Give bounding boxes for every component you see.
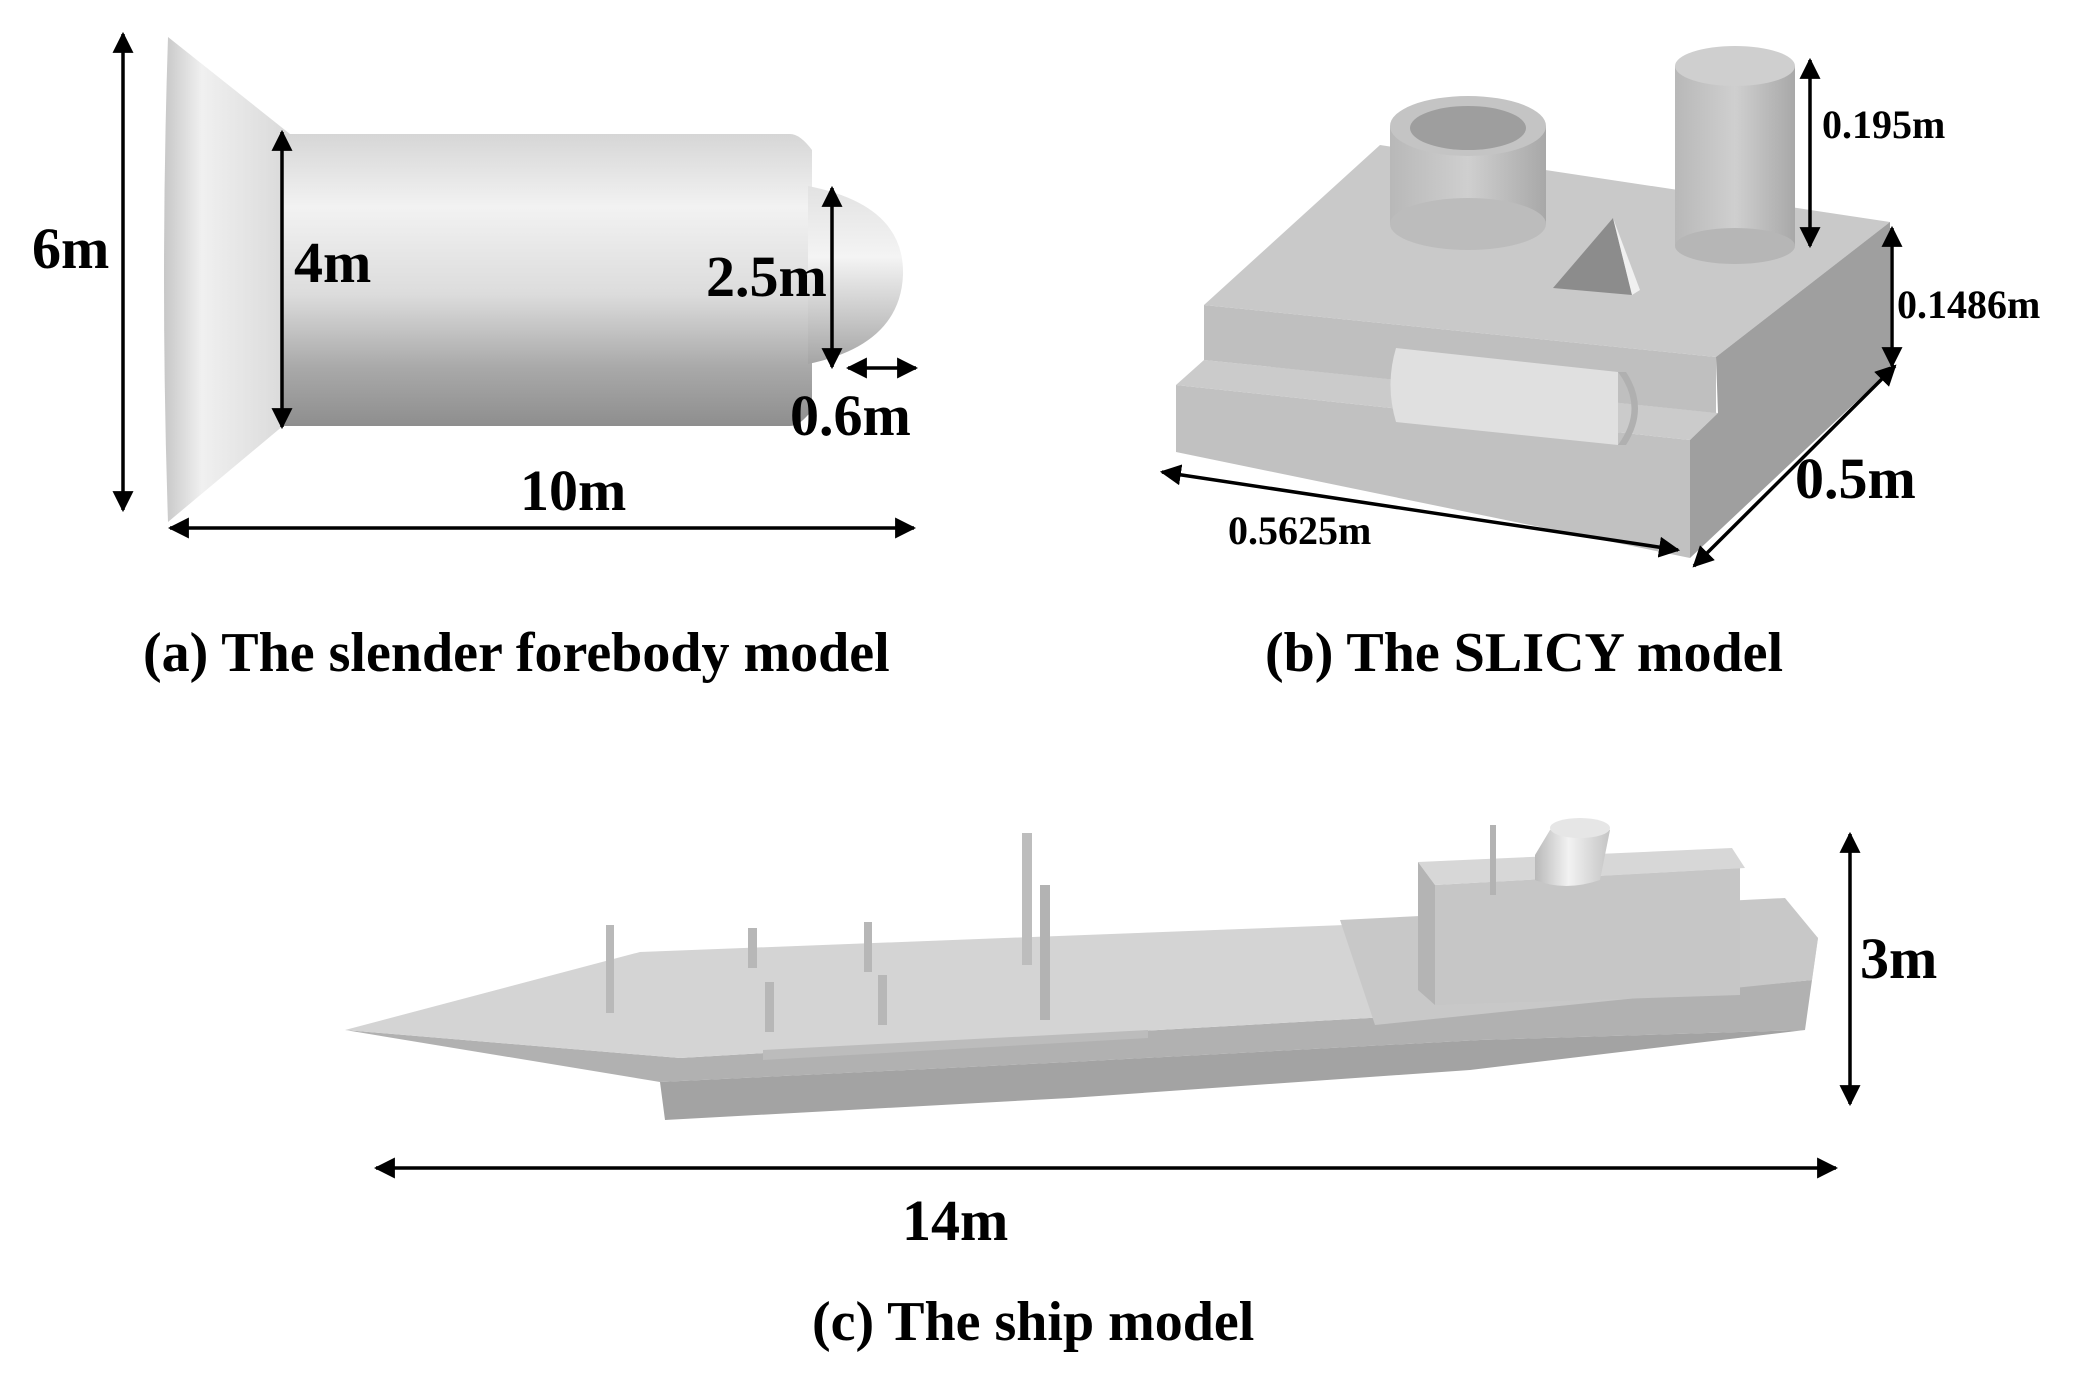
ship-side-rail — [763, 1030, 1148, 1060]
ship-hull-bottom — [660, 1030, 1805, 1120]
caption-a: (a) The slender forebody model — [143, 622, 890, 684]
ship-mast-4 — [1022, 833, 1032, 965]
label-nose-length: 0.6m — [790, 383, 911, 448]
slicy-half-cylinder-end — [1618, 372, 1638, 445]
panel-b: 0.195m 0.1486m 0.5m 0.5625m (b) The SLIC… — [1159, 46, 2040, 684]
label-box-height: 0.1486m — [1897, 282, 2040, 327]
caption-b: (b) The SLICY model — [1265, 622, 1783, 684]
ship-mast-5 — [1040, 885, 1050, 1020]
slicy-triangle-fin — [1553, 218, 1632, 295]
label-nose-diameter: 2.5m — [706, 244, 827, 309]
ship-model-shape — [345, 818, 1818, 1120]
ship-radar-drum-top — [1550, 818, 1610, 838]
label-overall-height: 6m — [32, 216, 109, 281]
label-overall-length: 10m — [520, 458, 626, 523]
ship-mast-8 — [1490, 825, 1496, 895]
ship-superstructure-side — [1418, 862, 1435, 1005]
label-width: 0.5625m — [1228, 508, 1371, 553]
slicy-triangle-fin-face — [1613, 218, 1640, 295]
slicy-solid-cylinder — [1675, 46, 1795, 264]
ship-mast-2 — [748, 928, 757, 968]
forebody-flare — [164, 37, 290, 522]
label-body-diameter: 4m — [294, 230, 371, 295]
slicy-model-shape — [1176, 46, 1890, 558]
label-ship-length: 14m — [902, 1188, 1008, 1253]
ship-radar-drum — [1535, 822, 1610, 886]
slicy-half-cylinder — [1390, 348, 1618, 445]
ship-mast-3 — [864, 922, 872, 972]
caption-c: (c) The ship model — [812, 1291, 1254, 1353]
forebody-cylinder — [282, 134, 812, 426]
ship-mast-7 — [878, 975, 887, 1025]
label-depth: 0.5m — [1795, 446, 1916, 511]
ship-mast-1 — [606, 925, 614, 1013]
ship-hull-side — [345, 980, 1812, 1082]
panel-a: 6m 4m 2.5m 0.6m 10m (a) The slender fore… — [32, 31, 919, 684]
dim-arrow-0.5625m — [1159, 464, 1681, 558]
label-ship-height: 3m — [1860, 926, 1937, 991]
ship-superstructure-front — [1435, 868, 1740, 1005]
dim-arrow-0.5m — [1692, 364, 1897, 568]
slicy-hollow-cylinder — [1390, 96, 1546, 250]
ship-mast-6 — [765, 982, 774, 1032]
label-cylinder-height: 0.195m — [1822, 102, 1945, 147]
panel-c: 3m 14m (c) The ship model — [345, 818, 1937, 1353]
